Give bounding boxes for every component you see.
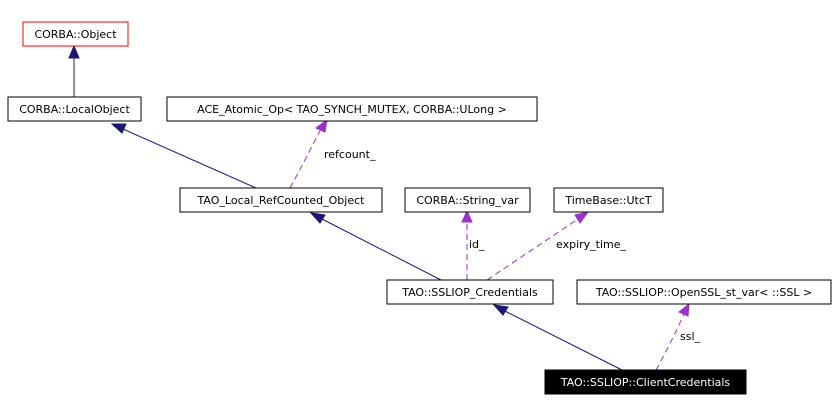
node-label: CORBA::LocalObject — [19, 103, 130, 116]
node-label: TAO::SSLIOP::OpenSSL_st_var< ::SSL > — [595, 286, 812, 299]
edge-refcounted-to-localobject — [110, 123, 257, 189]
edge-label-id: id_ — [469, 238, 485, 251]
edge-clientcredentials-to-credentials — [492, 304, 623, 371]
node-label: ACE_Atomic_Op< TAO_SYNCH_MUTEX, CORBA::U… — [197, 103, 507, 116]
edge-atomicop-to-refcounted — [289, 118, 328, 189]
edge-label-refcount: refcount_ — [324, 148, 376, 161]
edge-label-ssl: ssl_ — [680, 330, 701, 343]
edge-openssl-to-clientcredentials — [655, 302, 690, 371]
node-label: TAO::SSLIOP::ClientCredentials — [560, 376, 731, 389]
node-timebase-utct[interactable]: TimeBase::UtcT — [553, 187, 664, 213]
edge-localobject-to-object — [68, 44, 80, 97]
node-corba-string-var[interactable]: CORBA::String_var — [404, 187, 531, 213]
edge-credentials-to-refcounted — [309, 212, 442, 281]
edge-utct-to-credentials — [486, 211, 590, 281]
node-label: TAO::SSLIOP_Credentials — [401, 286, 538, 299]
node-label: CORBA::String_var — [416, 194, 519, 207]
edge-label-expiry-time: expiry_time_ — [556, 238, 627, 251]
node-label: TAO_Local_RefCounted_Object — [197, 194, 366, 207]
node-tao-ssliop-credentials[interactable]: TAO::SSLIOP_Credentials — [386, 279, 554, 305]
node-label: TimeBase::UtcT — [564, 194, 652, 207]
node-tao-local-refcounted-object[interactable]: TAO_Local_RefCounted_Object — [179, 187, 383, 213]
node-tao-ssliop-openssl-st-var[interactable]: TAO::SSLIOP::OpenSSL_st_var< ::SSL > — [576, 279, 832, 305]
node-corba-object[interactable]: CORBA::Object — [22, 21, 129, 47]
node-ace-atomic-op[interactable]: ACE_Atomic_Op< TAO_SYNCH_MUTEX, CORBA::U… — [166, 96, 538, 122]
node-label: CORBA::Object — [34, 28, 117, 41]
node-tao-ssliop-clientcredentials[interactable]: TAO::SSLIOP::ClientCredentials — [544, 369, 747, 395]
node-corba-localobject[interactable]: CORBA::LocalObject — [7, 96, 142, 122]
edge-stringvar-to-credentials — [461, 209, 473, 280]
